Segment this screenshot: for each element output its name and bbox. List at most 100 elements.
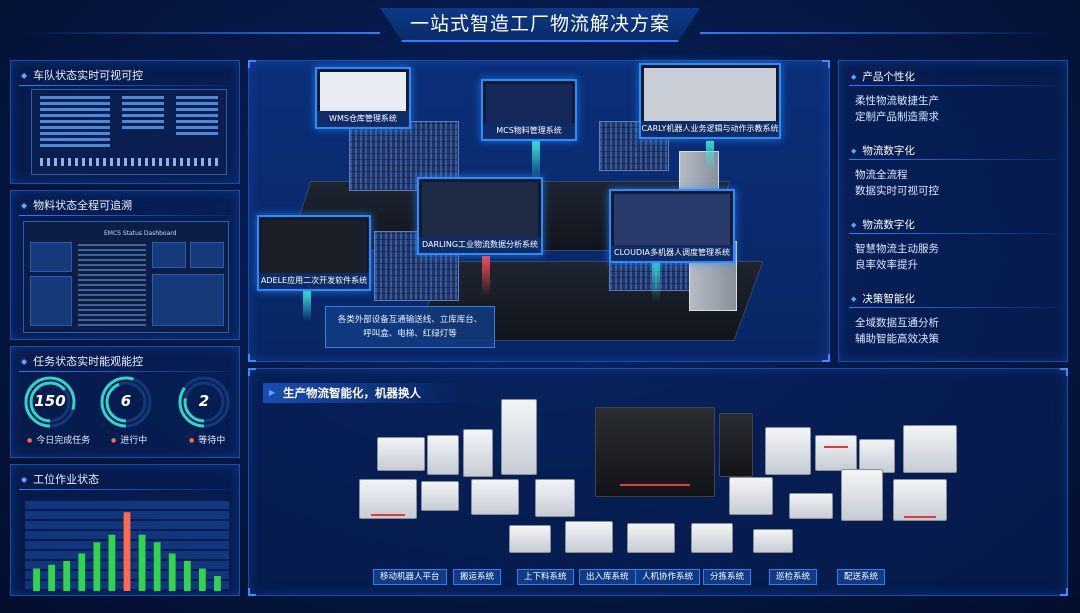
robot-image [359,479,417,519]
station-bar [123,512,131,591]
material-panel-title: 物料状态全程可追溯 [21,197,132,213]
ring-progress-arc [178,376,230,428]
darling-screen-label: DARLING工业物流数据分析系统 [419,237,541,253]
tag-delivery[interactable]: 配送系统 [837,569,886,585]
signal-beam [652,256,660,301]
station-bar [33,568,40,591]
system-tags: 移动机器人平台 搬运系统 上下料系统 出入库系统 人机协作系统 分拣系统 巡检系… [373,569,1033,587]
ring-waiting-gauge [178,376,230,428]
ring-completed-value: 150 [34,392,66,410]
robot-image [841,469,883,521]
material-screen-title: EMCS Status Dashboard [104,230,177,237]
tag-warehousing[interactable]: 出入库系统 [579,569,636,585]
fleet-screen [31,89,227,175]
robot-image [627,523,675,553]
feature-head-1: 产品个性化 [851,69,915,84]
fleet-panel-title: 车队状态实时可视可控 [21,67,143,83]
station-bar [214,576,221,591]
robot-image [729,477,773,515]
tag-loading[interactable]: 上下料系统 [517,569,574,585]
robots-panel-title: 生产物流智能化，机器换人 [263,383,463,403]
robot-image [565,521,613,553]
cloudia-screen-label: CLOUDIA多机器人调度管理系统 [611,245,733,261]
feature-panel: 产品个性化 柔性物流敏捷生产 定制产品制造需求 物流数字化 物流全流程 数据实时… [838,60,1068,362]
carly-screen[interactable]: CARLY机器人业务逻辑与动作示教系统 [639,63,781,139]
ring-completed: 150 [23,375,77,429]
wms-screen-label: WMS仓库管理系统 [317,111,409,127]
tag-inspection[interactable]: 巡检系统 [769,569,818,585]
robot-image [501,399,537,475]
feature-text-4a: 全域数据互通分析 [855,317,939,329]
robot-image [691,523,733,553]
feature-text-1b: 定制产品制造需求 [855,111,939,123]
mcs-screen[interactable]: MCS物料管理系统 [481,79,577,141]
station-bar [168,553,176,591]
ring-completed-gauge [24,376,76,428]
robot-image [421,481,459,511]
task-panel: 任务状态实时能观能控 150 今日完成任务 6 进行中 2 等待中 [10,346,240,458]
page-title: 一站式智造工厂物流解决方案 [409,13,670,35]
external-devices-callout: 各类外部设备互通输送线、立库库台、 呼叫盒、电梯、红绿灯等 [325,306,495,348]
robot-image [815,435,857,471]
robot-image [859,439,895,473]
ring-inprogress-label: 进行中 [111,433,147,446]
feature-text-4b: 辅助智能高效决策 [855,333,939,345]
ring-inprogress: 6 [99,375,153,429]
carly-screen-label: CARLY机器人业务逻辑与动作示教系统 [641,121,779,137]
robot-image [535,479,575,517]
darling-screen[interactable]: DARLING工业物流数据分析系统 [417,177,543,255]
ring-waiting-value: 2 [198,392,210,410]
callout-line-2: 呼叫盒、电梯、红绿灯等 [363,329,457,339]
ring-progress-arc [105,381,147,423]
station-bar [183,561,191,591]
tag-handling[interactable]: 搬运系统 [453,569,502,585]
task-panel-title: 任务状态实时能观能控 [21,353,143,369]
station-panel: 工位作业状态 [10,464,240,596]
robots-panel: 生产物流智能化，机器换人 移动机器人平台 搬运系统 上下料系统 出入库系统 人机… [248,368,1068,596]
fleet-panel: 车队状态实时可视可控 [10,60,240,184]
tag-mobile-platform[interactable]: 移动机器人平台 [373,569,447,585]
robot-image [719,413,753,477]
tag-collaboration[interactable]: 人机协作系统 [635,569,701,585]
feature-text-2a: 物流全流程 [855,169,908,181]
ring-progress-arc [183,381,225,423]
feature-head-4: 决策智能化 [851,291,915,306]
header-line-right [700,32,1060,34]
cloudia-screen[interactable]: CLOUDIA多机器人调度管理系统 [609,189,735,263]
header: 一站式智造工厂物流解决方案 [0,0,1080,50]
feature-text-3b: 良率效率提升 [855,259,918,271]
station-bar [138,534,146,591]
station-bar-chart [25,501,229,591]
ring-progress-arc [100,376,152,428]
robot-image [893,479,947,521]
robot-image [595,407,715,497]
header-bar [380,8,700,42]
robot-image [471,479,519,515]
header-line-left [20,32,380,34]
signal-beam [482,256,490,296]
ring-progress-arc [24,376,76,428]
feature-text-3a: 智慧物流主动服务 [855,243,939,255]
material-panel: 物料状态全程可追溯 EMCS Status Dashboard [10,190,240,340]
material-dashboard-screen: EMCS Status Dashboard [23,221,229,333]
adele-screen-label: ADELE应用二次开发软件系统 [259,273,369,289]
wms-screen[interactable]: WMS仓库管理系统 [315,67,411,129]
robot-image [509,525,551,553]
feature-head-2: 物流数字化 [851,143,915,158]
robot-image [753,529,793,553]
ring-waiting: 2 [177,375,231,429]
ring-inprogress-gauge [100,376,152,428]
chart-band [25,501,229,509]
station-bar [63,561,71,591]
feature-head-3: 物流数字化 [851,217,915,232]
robot-image [377,437,425,471]
callout-line-1: 各类外部设备互通输送线、立库库台、 [337,315,483,325]
robot-image [789,493,833,519]
station-bar [198,568,206,591]
station-bar [78,553,86,591]
tag-sorting[interactable]: 分拣系统 [703,569,752,585]
adele-screen[interactable]: ADELE应用二次开发软件系统 [257,215,371,291]
robot-image [765,427,811,475]
robot-image [427,435,459,475]
ring-progress-arc [29,381,71,423]
